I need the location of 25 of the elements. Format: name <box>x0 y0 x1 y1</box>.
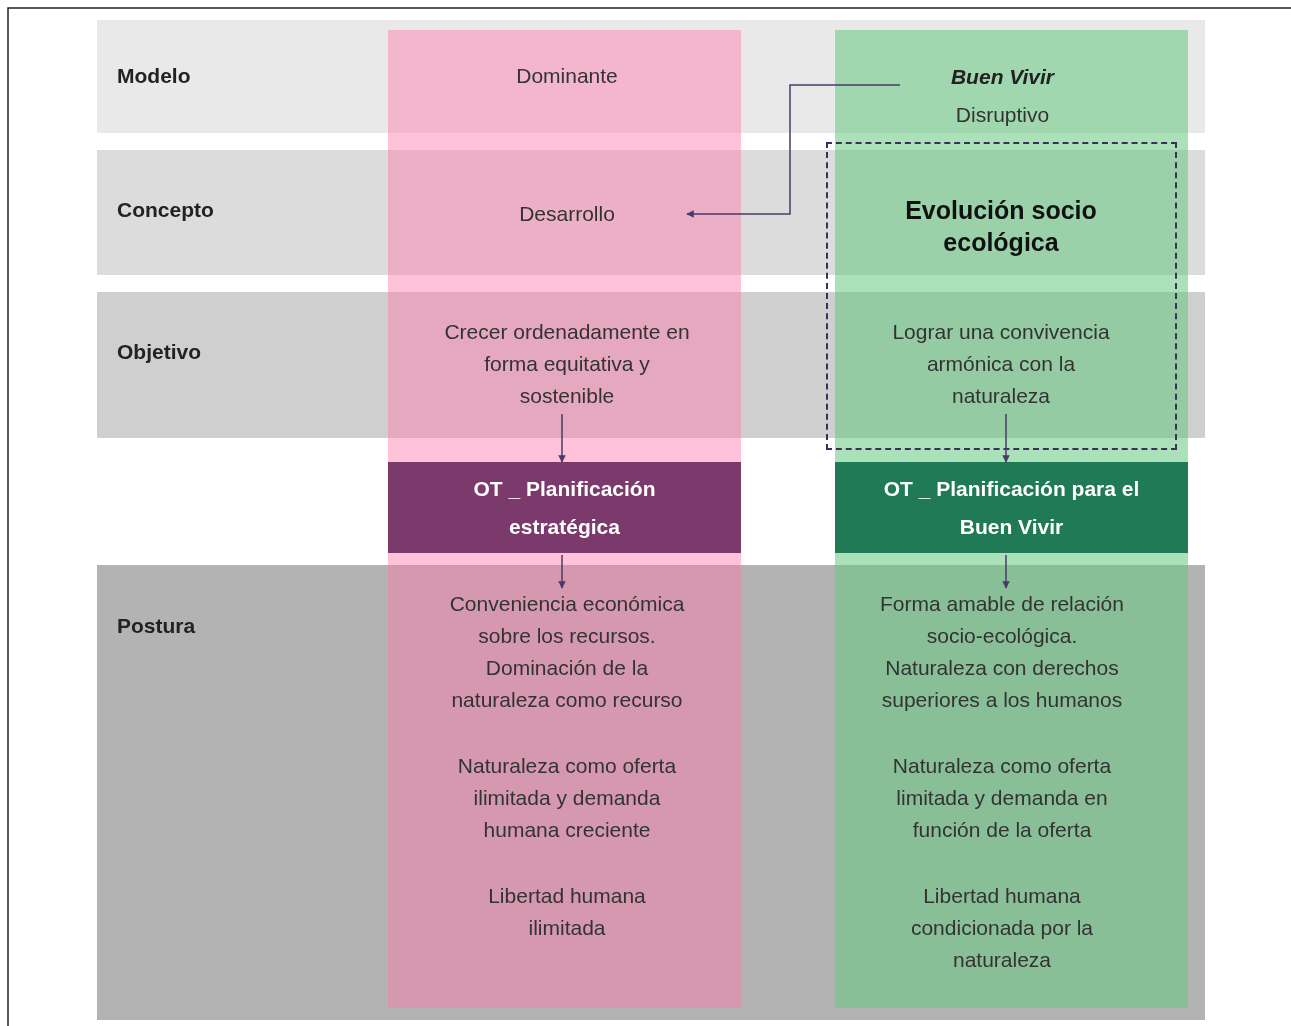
arrow <box>1002 554 1010 589</box>
row-label: Objetivo <box>117 340 201 364</box>
row-label: Modelo <box>117 64 191 88</box>
row-label: Concepto <box>117 198 214 222</box>
node-heading: Evolución socio ecológica <box>904 195 1098 258</box>
arrow <box>558 554 566 589</box>
row-label: Postura <box>117 614 196 638</box>
node-text: Forma amable de relación socio-ecológica. Naturaleza con derechos superiores a los humanos <box>879 591 1125 713</box>
node-text: Buen Vivir <box>949 64 1056 90</box>
node-text: Libertad humana condicionada por la naturaleza <box>909 883 1095 973</box>
dashed-group-box <box>826 142 1177 450</box>
node-text: Dominante <box>515 63 619 89</box>
process-box: OT _ Planificación estratégica <box>388 462 741 553</box>
node-text: Lograr una convivencia armónica con la naturaleza <box>891 319 1111 409</box>
arrow <box>1002 413 1010 463</box>
node-text: Desarrollo <box>518 201 616 227</box>
node-text: Libertad humana ilimitada <box>487 883 647 941</box>
arrow <box>558 413 566 463</box>
process-box: OT _ Planificación para el Buen Vivir <box>835 462 1188 553</box>
node-text: Naturaleza como oferta limitada y demanda en función de la oferta <box>891 753 1113 843</box>
node-text: Naturaleza como oferta ilimitada y demanda humana creciente <box>456 753 678 843</box>
node-text: Disruptivo <box>954 102 1051 128</box>
arrow <box>686 84 901 218</box>
node-text: Crecer ordenadamente en forma equitativa y sostenible <box>443 319 691 409</box>
node-text: Conveniencia económica sobre los recursos. Dominación de la naturaleza como recurso <box>448 591 686 713</box>
